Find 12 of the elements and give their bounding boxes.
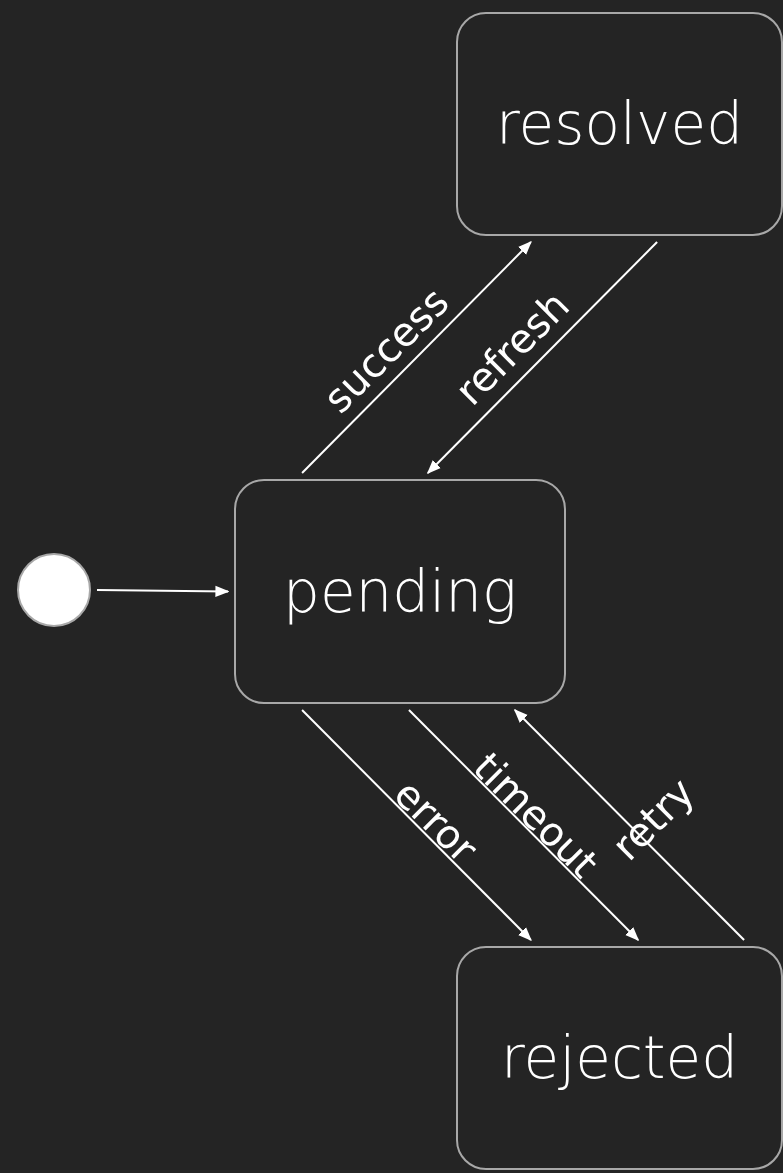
arrow	[96, 585, 230, 597]
arrow	[426, 241, 659, 474]
arrow	[301, 709, 532, 941]
arrow	[301, 241, 532, 474]
state-box	[234, 479, 566, 704]
arrow	[513, 709, 746, 941]
state-name: pending	[283, 557, 517, 626]
state-name: rejected	[500, 1024, 739, 1092]
state-box	[456, 12, 783, 236]
state-box	[456, 946, 783, 1170]
state-name: resolved	[496, 90, 743, 158]
arrow	[407, 709, 640, 941]
